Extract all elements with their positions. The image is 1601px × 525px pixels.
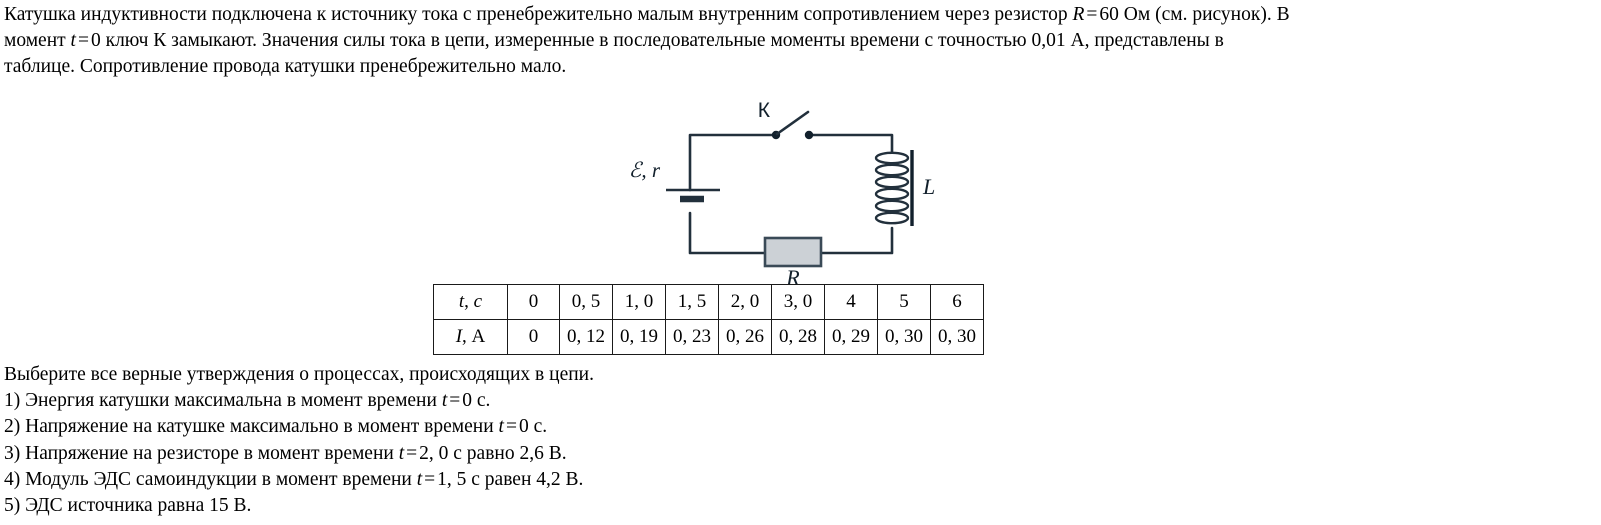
option-text-a: Модуль ЭДС самоиндукции в момент времени xyxy=(20,468,417,490)
option-number: 3) xyxy=(4,442,21,464)
switch-right-contact xyxy=(804,130,814,140)
answer-option-5[interactable]: 5) ЭДС источника равна 15 В. xyxy=(4,493,1004,519)
coil-loop xyxy=(874,151,910,165)
table-cell: 3, 0 xyxy=(771,284,825,320)
problem-line-3: таблице. Сопротивление провода катушки п… xyxy=(4,56,567,77)
inductor-label: L xyxy=(922,174,935,199)
question-prompt: Выберите все верные утверждения о процес… xyxy=(4,364,594,385)
table-cell: 0, 28 xyxy=(771,319,825,355)
coil-loop xyxy=(874,211,910,225)
option-number: 1) xyxy=(4,390,21,412)
problem-line-2-text-a: момент xyxy=(4,30,71,51)
time-value: 1, 5 xyxy=(437,468,467,490)
problem-line-2-text-b: ключ К замыкают. Значения силы тока в це… xyxy=(100,30,1224,51)
resistance-value: 60 xyxy=(1099,4,1119,25)
time-symbol: t xyxy=(416,468,423,490)
table-cell: 2, 0 xyxy=(718,284,772,320)
circuit-diagram: ℰ, r К L R xyxy=(620,95,960,285)
table-row: t, c 0 0, 5 1, 0 1, 5 2, 0 3, 0 4 5 6 xyxy=(433,284,984,320)
equals-sign: = xyxy=(1086,4,1098,25)
table-cell: 4 xyxy=(824,284,878,320)
option-number: 5) xyxy=(4,495,21,517)
option-text-b: с. xyxy=(471,390,491,412)
switch-label: К xyxy=(758,99,771,122)
wire-bottom-right xyxy=(818,226,894,255)
switch-symbol xyxy=(771,110,814,140)
option-text-b: с. xyxy=(528,416,548,438)
equals-sign: = xyxy=(406,442,418,464)
coil-loop xyxy=(874,199,910,213)
table-row-header: I, A xyxy=(433,319,508,355)
battery-symbol xyxy=(666,188,720,203)
table-row-header: t, c xyxy=(433,284,508,320)
coil-loop xyxy=(874,187,910,201)
time-value: 0 xyxy=(90,30,101,51)
table-cell: 1, 0 xyxy=(612,284,666,320)
resistor-symbol xyxy=(763,236,823,268)
option-text-a: Напряжение на резисторе в момент времени xyxy=(20,442,399,464)
resistance-symbol: R xyxy=(1072,4,1085,25)
switch-lever xyxy=(775,110,810,136)
equals-sign: = xyxy=(424,468,436,490)
problem-line-1-text-b: Ом (см. рисунок). В xyxy=(1118,4,1290,25)
equals-sign: = xyxy=(505,416,517,438)
table-cell: 0, 29 xyxy=(824,319,878,355)
option-text-a: Энергия катушки максимальна в момент вре… xyxy=(20,390,442,412)
coil-loop xyxy=(874,163,910,177)
table-cell: 0, 30 xyxy=(877,319,931,355)
wire-bottom-left xyxy=(688,211,767,255)
time-value: 0 xyxy=(462,390,472,412)
table-cell: 0, 12 xyxy=(559,319,613,355)
option-text-b: с равен 4,2 В. xyxy=(466,468,584,490)
time-symbol: t xyxy=(441,390,448,412)
option-number: 2) xyxy=(4,416,21,438)
table-cell: 0, 19 xyxy=(612,319,666,355)
equals-sign: = xyxy=(449,390,461,412)
problem-line-1: Катушка индуктивности подключена к источ… xyxy=(4,2,1598,28)
wire-top-left xyxy=(688,133,777,192)
table-cell: 0, 23 xyxy=(665,319,719,355)
option-text-a: Напряжение на катушке максимально в моме… xyxy=(20,416,499,438)
resistor-body xyxy=(763,236,823,268)
equals-sign: = xyxy=(77,30,89,51)
answer-option-2[interactable]: 2) Напряжение на катушке максимально в м… xyxy=(4,414,1004,440)
option-text-b: с равно 2,6 В. xyxy=(448,442,567,464)
table-cell: 1, 5 xyxy=(665,284,719,320)
table-cell: 0, 30 xyxy=(930,319,984,355)
resistor-label: R xyxy=(785,265,800,285)
time-symbol: t xyxy=(398,442,405,464)
coil-loop xyxy=(874,175,910,189)
time-value: 0 xyxy=(518,416,529,438)
table-cell: 5 xyxy=(877,284,931,320)
table-cell: 0 xyxy=(507,284,560,320)
answer-option-4[interactable]: 4) Модуль ЭДС самоиндукции в момент врем… xyxy=(4,467,1004,493)
table-row: I, A 0 0, 12 0, 19 0, 23 0, 26 0, 28 0, … xyxy=(433,319,984,355)
table-cell: 6 xyxy=(930,284,984,320)
problem-line-2: момент t=0 ключ К замыкают. Значения сил… xyxy=(4,28,1598,54)
wire-top-right xyxy=(806,133,894,154)
option-text-a: ЭДС источника равна 15 В. xyxy=(20,495,252,517)
table-cell: 0 xyxy=(507,319,560,355)
answer-option-1[interactable]: 1) Энергия катушки максимальна в момент … xyxy=(4,388,1004,414)
answer-options-list: Выберите все верные утверждения о процес… xyxy=(4,362,1004,519)
table-cell: 0, 5 xyxy=(559,284,613,320)
inductor-symbol xyxy=(874,150,914,226)
time-symbol: t xyxy=(498,416,504,438)
time-value: 2, 0 xyxy=(419,442,449,464)
time-symbol: t xyxy=(70,30,76,51)
option-number: 4) xyxy=(4,468,21,490)
table-cell: 0, 26 xyxy=(718,319,772,355)
measurements-table: t, c 0 0, 5 1, 0 1, 5 2, 0 3, 0 4 5 6 I,… xyxy=(433,284,984,355)
problem-statement: Катушка индуктивности подключена к источ… xyxy=(4,2,1598,80)
answer-option-3[interactable]: 3) Напряжение на резисторе в момент врем… xyxy=(4,441,1004,467)
problem-line-1-text-a: Катушка индуктивности подключена к источ… xyxy=(4,4,1073,25)
source-label: ℰ, r xyxy=(629,158,661,182)
